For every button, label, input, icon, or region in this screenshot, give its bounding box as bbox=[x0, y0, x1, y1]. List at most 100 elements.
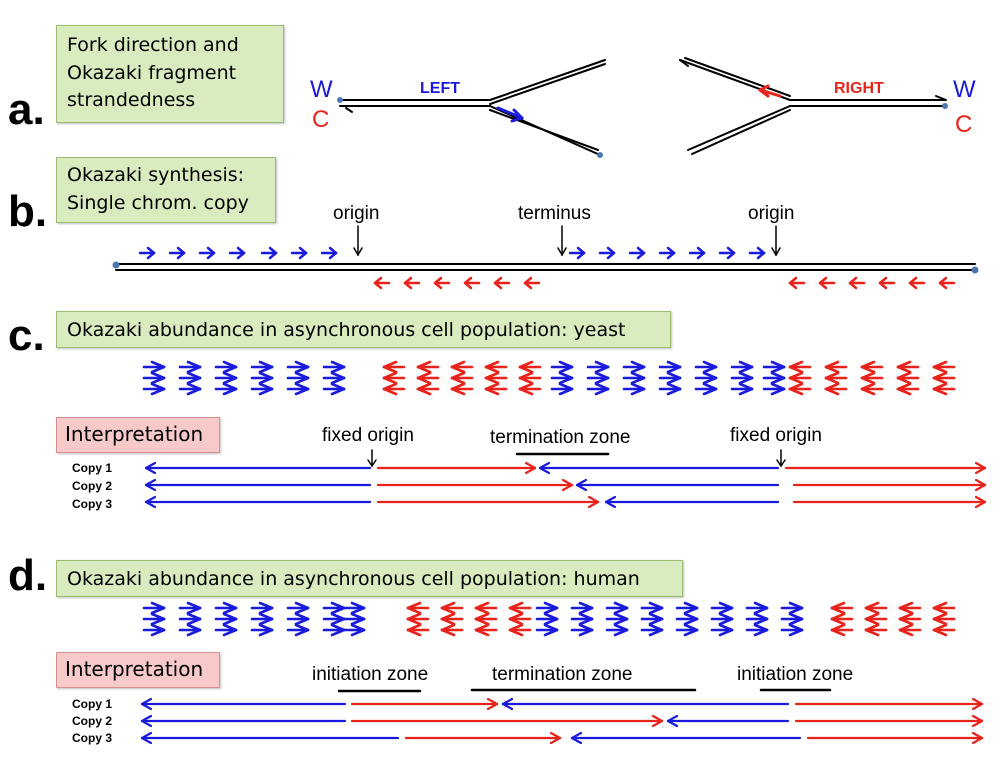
c-strand-left-label: C bbox=[312, 106, 330, 133]
fixed-origin-pointer-2 bbox=[780, 459, 786, 467]
okazaki-fragment-red bbox=[788, 276, 798, 285]
termination-zone-label-c: termination zone bbox=[490, 427, 631, 448]
copy2-right-red bbox=[974, 483, 987, 492]
copy2-left-blue bbox=[144, 483, 157, 492]
right-fork-lower-arm bbox=[687, 105, 791, 151]
panel-d-title: Okazaki abundance in asynchronous cell p… bbox=[67, 568, 640, 590]
okazaki-fragment-blue bbox=[328, 246, 338, 255]
panel-b-label: b. bbox=[8, 187, 48, 236]
okazaki-fragment-blue bbox=[298, 251, 308, 260]
copy3-right-red bbox=[974, 500, 987, 509]
copy1-left-blue bbox=[144, 461, 157, 470]
okazaki-fragment-blue bbox=[146, 246, 156, 255]
right-fork-end-dot bbox=[942, 103, 948, 109]
copy2-right-red-d bbox=[971, 719, 984, 728]
fixed-origin-label-1: fixed origin bbox=[322, 425, 414, 446]
right-fork-label: RIGHT bbox=[834, 80, 884, 97]
panel-b-title-line1: Okazaki synthesis: bbox=[67, 164, 245, 186]
copy2-mid-blue-d bbox=[666, 714, 679, 723]
copy1-right-red bbox=[974, 461, 987, 470]
okazaki-fragment-red bbox=[848, 281, 858, 290]
origin-label-1: origin bbox=[333, 203, 380, 224]
terminus-pointer bbox=[557, 247, 563, 256]
copy2-mid-red bbox=[561, 483, 574, 492]
okazaki-fragment-blue bbox=[268, 246, 278, 255]
copy2-mid-blue bbox=[575, 478, 588, 487]
panel-d-title-box: Okazaki abundance in asynchronous cell p… bbox=[56, 560, 683, 597]
terminus-pointer bbox=[561, 247, 567, 256]
okazaki-fragment-blue bbox=[636, 251, 646, 260]
okazaki-fragment-red bbox=[433, 281, 443, 290]
initiation-zone-label-2: initiation zone bbox=[737, 664, 854, 685]
left-fork-okazaki-head2 bbox=[510, 116, 524, 123]
panel-a-title-line3: strandedness bbox=[67, 89, 196, 112]
okazaki-fragment-blue bbox=[206, 251, 216, 260]
left-fork-arm-dot bbox=[597, 152, 603, 158]
left-fork-label: LEFT bbox=[420, 80, 460, 97]
copy3-right-red-d bbox=[971, 731, 984, 740]
okazaki-fragment-blue bbox=[756, 251, 766, 260]
copy3-left-blue-d bbox=[140, 731, 153, 740]
copy2-left-blue-d bbox=[140, 714, 153, 723]
panel-c-label: c. bbox=[8, 311, 45, 360]
okazaki-fragment-red bbox=[938, 281, 948, 290]
right-fork-arrowhead bbox=[935, 95, 947, 101]
terminus-label: terminus bbox=[518, 203, 591, 224]
left-fork-5prime bbox=[345, 107, 353, 113]
okazaki-fragment-blue bbox=[606, 251, 616, 260]
okazaki-fragment-red bbox=[463, 281, 473, 290]
left-fork-upper-arm-inner bbox=[489, 63, 606, 105]
okazaki-fragment-blue bbox=[606, 246, 616, 255]
copy-1-label-d: Copy 1 bbox=[72, 697, 113, 711]
okazaki-fragment-blue bbox=[726, 251, 736, 260]
origin-label-2: origin bbox=[748, 203, 795, 224]
panel-d-label: d. bbox=[8, 551, 48, 600]
panel-b-title-line2: Single chrom. copy bbox=[67, 191, 249, 214]
okazaki-fragment-red bbox=[848, 276, 858, 285]
okazaki-fragment-blue bbox=[726, 246, 736, 255]
copy3-left-blue-d bbox=[140, 736, 153, 745]
copy-3-label-c: Copy 3 bbox=[72, 497, 113, 511]
copy3-mid-blue-d bbox=[570, 736, 583, 745]
copy1-mid-red-d bbox=[486, 697, 499, 706]
copy3-right-red bbox=[974, 495, 987, 504]
copy2-mid-red bbox=[561, 478, 574, 487]
copy1-mid-red bbox=[524, 466, 537, 475]
okazaki-fragment-blue bbox=[328, 251, 338, 260]
fixed-origin-pointer-1 bbox=[367, 459, 373, 467]
okazaki-fragment-blue bbox=[636, 246, 646, 255]
copy-3-label-d: Copy 3 bbox=[72, 731, 113, 745]
right-fork-5prime bbox=[679, 59, 689, 67]
okazaki-fragment-red bbox=[938, 276, 948, 285]
copy1-mid-red bbox=[524, 461, 537, 470]
left-fork-okazaki-head bbox=[512, 108, 524, 120]
panel-a-label: a. bbox=[8, 85, 45, 134]
okazaki-fragment-blue bbox=[666, 251, 676, 260]
okazaki-fragment-blue bbox=[146, 251, 156, 260]
copy3-mid-red-d bbox=[549, 736, 562, 745]
okazaki-fragment-red bbox=[908, 276, 918, 285]
copy2-mid-blue bbox=[575, 483, 588, 492]
copy1-right-red bbox=[974, 466, 987, 475]
panel-c-interpretation-box: Interpretation bbox=[56, 417, 220, 453]
origin-pointer-2 bbox=[775, 247, 781, 256]
w-strand-left-label: W bbox=[310, 76, 333, 103]
okazaki-fragment-blue bbox=[176, 246, 186, 255]
copy1-left-blue bbox=[144, 466, 157, 475]
okazaki-fragment-red bbox=[403, 276, 413, 285]
copy-2-label-c: Copy 2 bbox=[72, 479, 113, 493]
left-fork-upper-arm bbox=[489, 59, 606, 101]
fixed-origin-pointer-2 bbox=[776, 459, 782, 467]
copy3-left-blue bbox=[144, 500, 157, 509]
origin-pointer-1 bbox=[357, 247, 363, 256]
copy3-mid-blue bbox=[604, 500, 617, 509]
chromosome-right-end bbox=[971, 266, 979, 274]
panel-a-title-line1: Fork direction and bbox=[67, 34, 239, 56]
okazaki-fragment-blue bbox=[236, 251, 246, 260]
panel-d-interpretation-box: Interpretation bbox=[56, 652, 220, 688]
okazaki-fragment-blue bbox=[206, 246, 216, 255]
okazaki-fragment-red bbox=[373, 281, 383, 290]
origin-pointer-2 bbox=[771, 247, 777, 256]
left-fork-okazaki bbox=[496, 106, 524, 120]
